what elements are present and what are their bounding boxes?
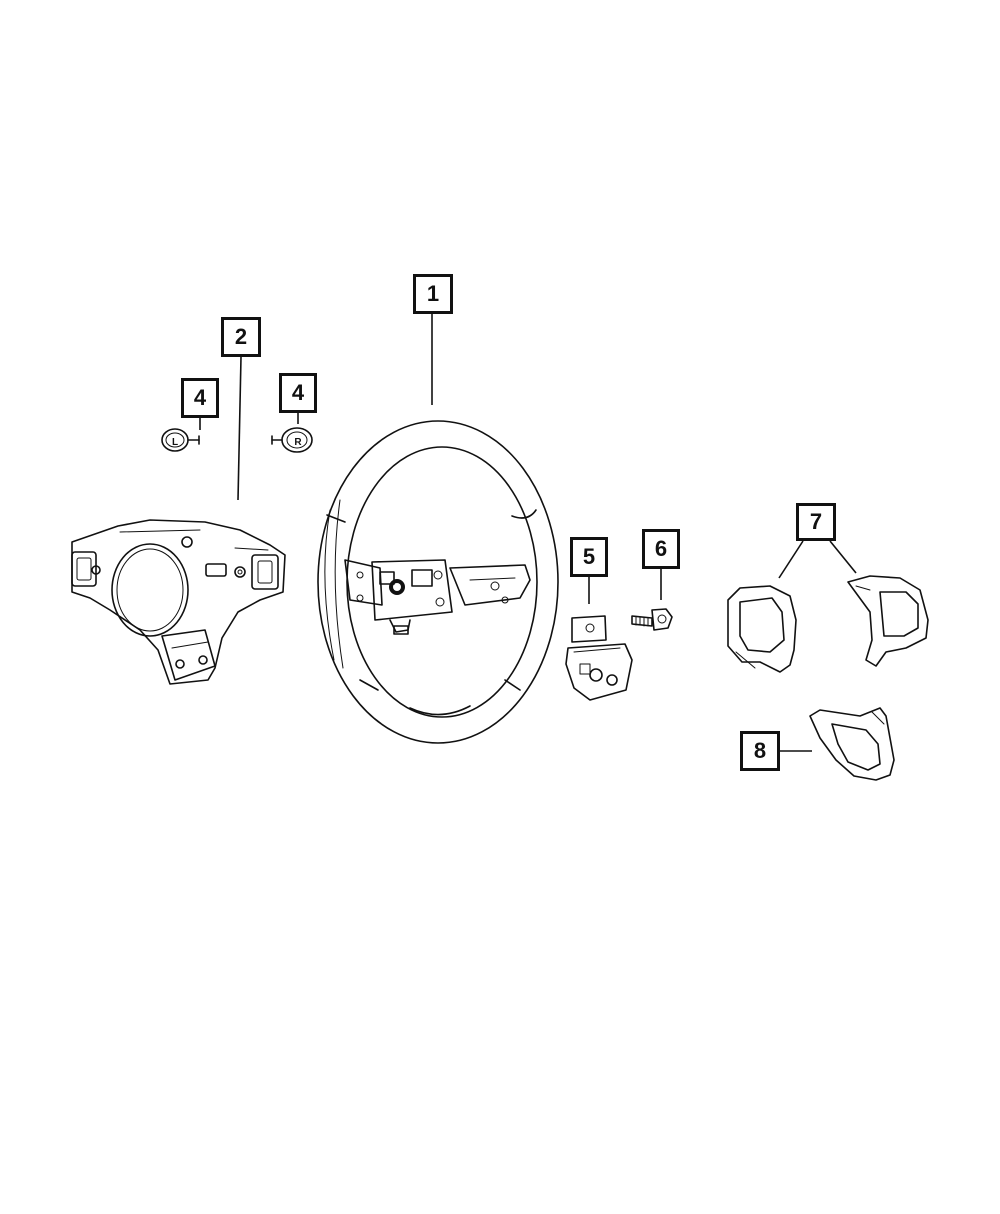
screw-part [631, 608, 673, 631]
bezel-left-part [727, 585, 797, 673]
callout-box-4-right: 4 [279, 373, 317, 413]
switch-module-part [565, 615, 633, 701]
emblem-right-letter: R [294, 437, 302, 448]
callout-box-4-left: 4 [181, 378, 219, 418]
emblem-left-letter: L [172, 437, 178, 448]
callout-box-8: 8 [740, 731, 780, 771]
emblem-left-part: L [161, 428, 200, 452]
leader-7-left [778, 540, 804, 579]
steering-wheel-part [317, 420, 559, 744]
callout-box-5: 5 [570, 537, 608, 577]
back-cover-part [71, 519, 286, 685]
bezel-right-part [847, 575, 929, 667]
callout-box-7: 7 [796, 503, 836, 541]
callout-box-1: 1 [413, 274, 453, 314]
callout-box-2: 2 [221, 317, 261, 357]
emblem-right-part: R [271, 427, 313, 453]
lower-bezel-part [809, 707, 895, 781]
leader-2 [237, 356, 242, 501]
leader-lines [199, 314, 857, 752]
leader-7-right [829, 540, 857, 574]
callout-box-6: 6 [642, 529, 680, 569]
